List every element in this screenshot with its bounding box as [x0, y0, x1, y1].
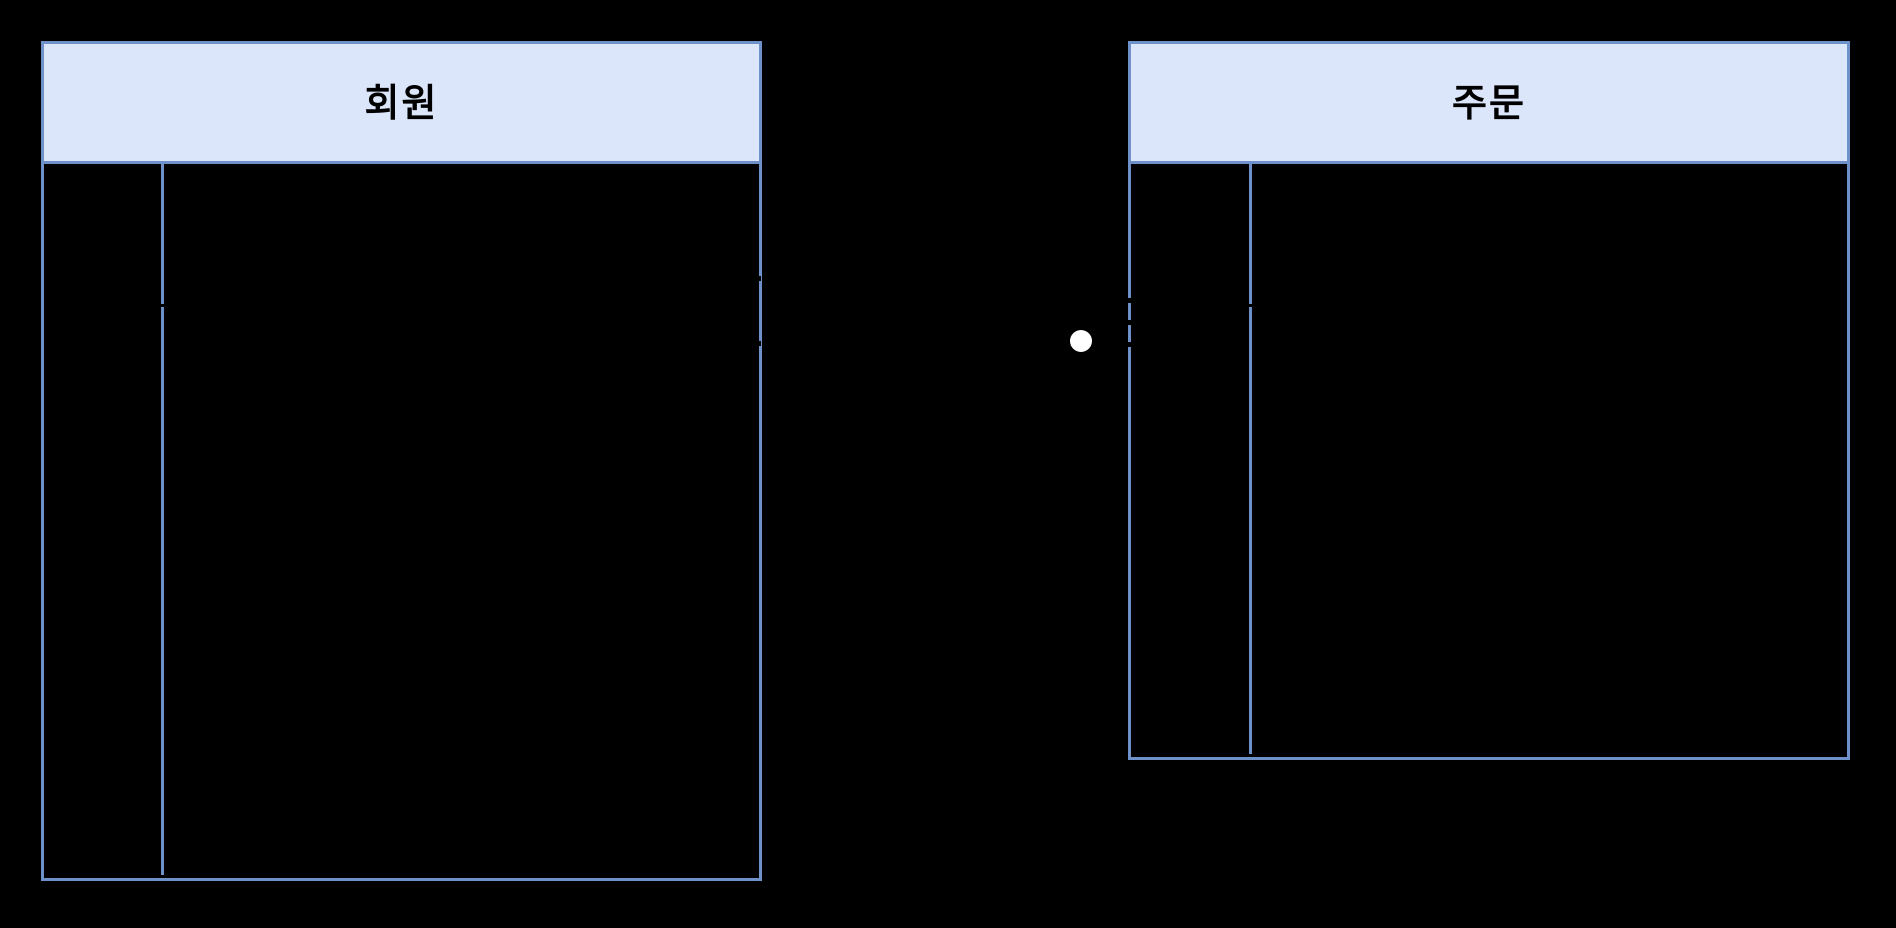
- cardinality-tick-right-1: [1124, 320, 1132, 325]
- attribute-key-marker: [44, 164, 164, 304]
- attribute-name: [164, 307, 759, 875]
- entity-order[interactable]: 주문: [1128, 41, 1850, 760]
- attribute-name: [1252, 307, 1847, 754]
- attribute-key-marker: [1131, 307, 1252, 754]
- entity-member[interactable]: 회원: [41, 41, 762, 881]
- table-row[interactable]: [44, 164, 759, 304]
- entity-order-header: 주문: [1131, 44, 1847, 164]
- cardinality-tick-left-0: [753, 276, 761, 281]
- cardinality-tick-right-2: [1124, 342, 1132, 347]
- relationship-connector-dot[interactable]: [1070, 330, 1092, 352]
- table-row[interactable]: [44, 304, 759, 875]
- entity-order-body: [1131, 164, 1847, 757]
- entity-member-header: 회원: [44, 44, 759, 164]
- entity-member-title: 회원: [364, 80, 439, 125]
- table-row[interactable]: [1131, 304, 1847, 754]
- attribute-key-marker: [44, 307, 164, 875]
- cardinality-tick-left-1: [753, 341, 761, 346]
- entity-member-body: [44, 164, 759, 878]
- attribute-name: [1252, 164, 1847, 304]
- attribute-key-marker: [1131, 164, 1252, 304]
- entity-order-title: 주문: [1452, 80, 1526, 125]
- attribute-name: [164, 164, 759, 304]
- cardinality-tick-right-0: [1124, 298, 1132, 303]
- table-row[interactable]: [1131, 164, 1847, 304]
